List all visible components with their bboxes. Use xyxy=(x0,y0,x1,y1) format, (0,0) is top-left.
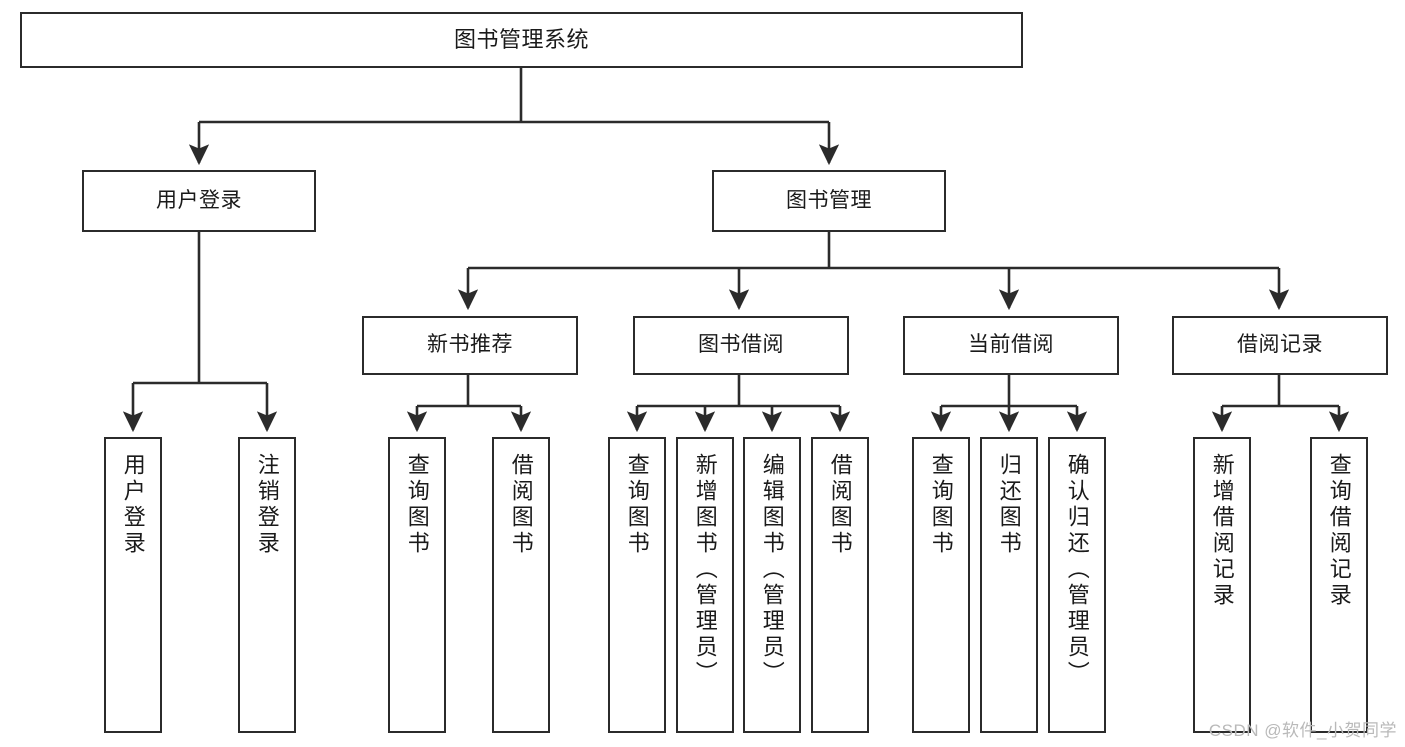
leaf-record-query-record-label: 查询借阅记录 xyxy=(1326,453,1352,609)
node-book-borrow-label: 图书借阅 xyxy=(698,333,784,357)
leaf-record-add-record-label: 新增借阅记录 xyxy=(1209,453,1235,609)
leaf-record-query-record[interactable]: 查询借阅记录 xyxy=(1310,437,1368,733)
leaf-recommend-query-book[interactable]: 查询图书 xyxy=(388,437,446,733)
leaf-borrow-add-book-label: 新增图书（管理员） xyxy=(692,453,718,687)
leaf-current-query-book-label: 查询图书 xyxy=(928,453,954,557)
leaf-current-return-book[interactable]: 归还图书 xyxy=(980,437,1038,733)
node-root-label: 图书管理系统 xyxy=(453,27,589,53)
leaf-record-add-record[interactable]: 新增借阅记录 xyxy=(1193,437,1251,733)
leaf-recommend-borrow-book[interactable]: 借阅图书 xyxy=(492,437,550,733)
node-book-borrow[interactable]: 图书借阅 xyxy=(633,316,849,375)
leaf-recommend-borrow-book-label: 借阅图书 xyxy=(508,453,534,557)
node-root[interactable]: 图书管理系统 xyxy=(20,12,1023,68)
watermark-text: CSDN @软件_小贺同学 xyxy=(1208,721,1397,740)
leaf-current-return-book-label: 归还图书 xyxy=(996,453,1022,557)
leaf-borrow-add-book[interactable]: 新增图书（管理员） xyxy=(676,437,734,733)
node-current-borrow-label: 当前借阅 xyxy=(968,333,1054,357)
node-user-login[interactable]: 用户登录 xyxy=(82,170,316,232)
leaf-current-query-book[interactable]: 查询图书 xyxy=(912,437,970,733)
leaf-borrow-edit-book[interactable]: 编辑图书（管理员） xyxy=(743,437,801,733)
leaf-current-confirm-return-label: 确认归还（管理员） xyxy=(1064,453,1090,687)
leaf-borrow-borrow-book[interactable]: 借阅图书 xyxy=(811,437,869,733)
leaf-borrow-query-book-label: 查询图书 xyxy=(624,453,650,557)
node-current-borrow[interactable]: 当前借阅 xyxy=(903,316,1119,375)
node-borrow-record[interactable]: 借阅记录 xyxy=(1172,316,1388,375)
leaf-user-login-logout-label: 注销登录 xyxy=(254,453,280,557)
leaf-current-confirm-return[interactable]: 确认归还（管理员） xyxy=(1048,437,1106,733)
node-book-management[interactable]: 图书管理 xyxy=(712,170,946,232)
leaf-user-login-login[interactable]: 用户登录 xyxy=(104,437,162,733)
node-borrow-record-label: 借阅记录 xyxy=(1237,333,1323,357)
leaf-user-login-login-label: 用户登录 xyxy=(120,453,146,557)
leaf-borrow-query-book[interactable]: 查询图书 xyxy=(608,437,666,733)
leaf-user-login-logout[interactable]: 注销登录 xyxy=(238,437,296,733)
leaf-recommend-query-book-label: 查询图书 xyxy=(404,453,430,557)
node-new-book-recommend-label: 新书推荐 xyxy=(427,333,513,357)
node-book-management-label: 图书管理 xyxy=(786,188,872,212)
node-new-book-recommend[interactable]: 新书推荐 xyxy=(362,316,578,375)
node-user-login-label: 用户登录 xyxy=(156,188,242,212)
leaf-borrow-borrow-book-label: 借阅图书 xyxy=(827,453,853,557)
leaf-borrow-edit-book-label: 编辑图书（管理员） xyxy=(759,453,785,687)
